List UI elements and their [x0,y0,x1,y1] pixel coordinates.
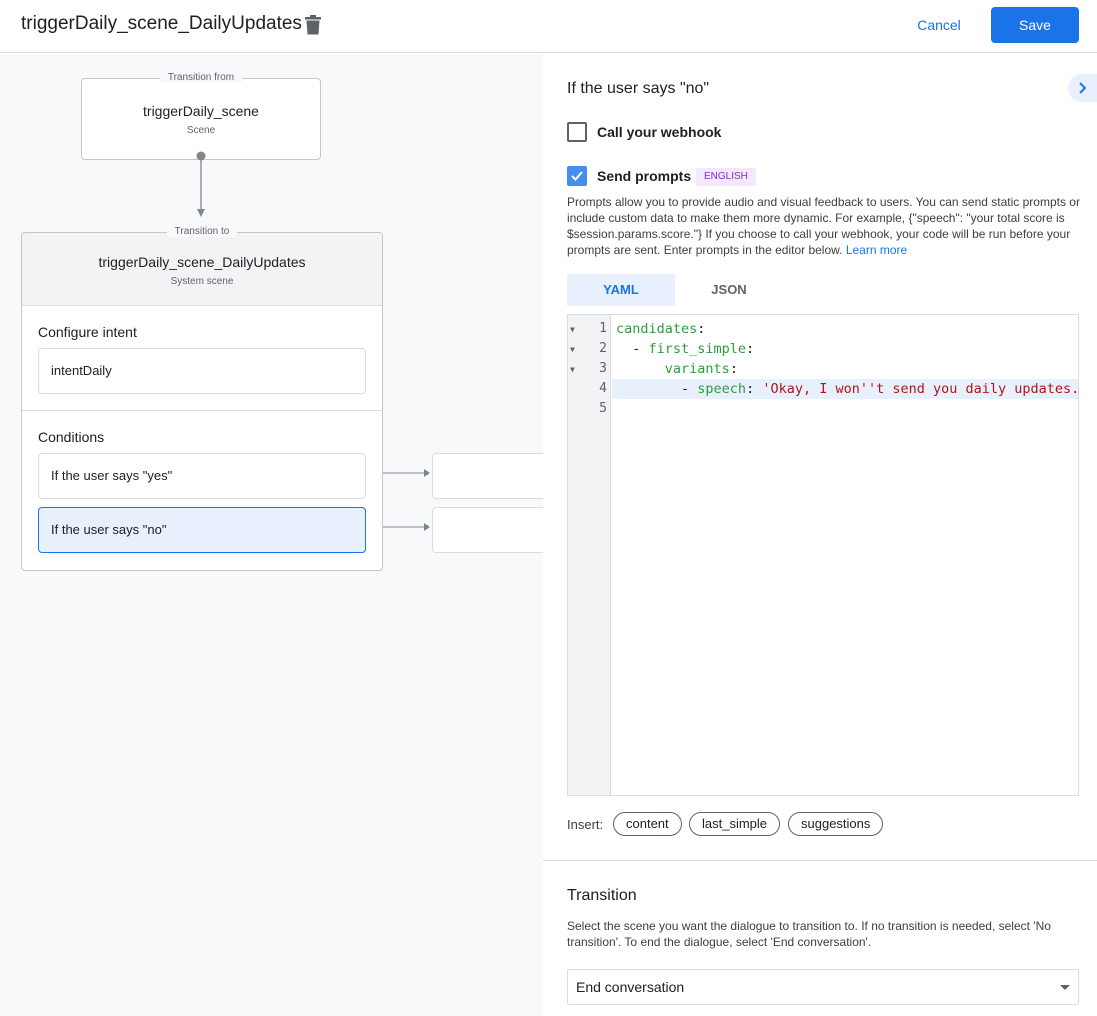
tab-json[interactable]: JSON [711,282,747,297]
prompts-label: Send prompts [597,168,692,184]
fold-icon[interactable]: ▼ [570,325,575,334]
condition-no-target[interactable] [432,507,543,553]
line-number: 5 [599,401,607,416]
insert-chip-content[interactable]: content [613,812,682,836]
transition-select-value: End conversation [576,979,685,995]
yaml-key: first_simple [648,341,747,357]
condition-panel: If the user says "no" Call your webhook … [543,54,1097,1016]
yaml-key: candidates [616,321,698,337]
line-number: 1 [599,321,607,336]
line-number: 4 [599,381,607,396]
conditions-label: Conditions [38,429,105,445]
transition-description: Select the scene you want the dialogue t… [567,919,1051,949]
learn-more-link[interactable]: Learn more [845,243,908,257]
code-line: variants: [612,359,1078,379]
save-button[interactable]: Save [991,7,1079,43]
editor-gutter: ▼ ▼ ▼ 1 2 3 4 5 [568,315,611,795]
webhook-checkbox[interactable] [567,122,587,142]
tab-yaml[interactable]: YAML [567,274,675,306]
check-icon [571,171,583,181]
trash-icon[interactable] [305,15,321,35]
colon: : [746,341,755,357]
condition-yes[interactable]: If the user says "yes" [38,453,366,499]
language-badge: ENGLISH [696,168,756,186]
prompts-description: Prompts allow you to provide audio and v… [567,194,1082,258]
transition-to-legend: Transition to [166,226,238,237]
transition-select[interactable]: End conversation [567,969,1079,1005]
dash: - [616,341,649,357]
configure-intent-label: Configure intent [38,324,137,340]
flow-canvas: Transition from triggerDaily_scene Scene… [0,54,543,1016]
code-line-active: - speech: 'Okay, I won''t send you daily… [612,379,1078,399]
insert-label: Insert: [567,817,604,832]
line-number: 2 [599,341,607,356]
code-line: - first_simple: [612,339,1078,359]
colon: : [697,321,706,337]
dash: - [616,381,698,397]
from-scene-type: Scene [186,125,216,136]
condition-no[interactable]: If the user says "no" [38,507,366,553]
divider [543,860,1097,861]
fold-icon[interactable]: ▼ [570,345,575,354]
yaml-string: 'Okay, I won''t send you daily updates.' [754,381,1078,397]
line-number: 3 [599,361,607,376]
to-scene-type: System scene [170,276,234,287]
transition-from-legend: Transition from [159,72,243,83]
chevron-right-icon [1079,82,1087,94]
transition-heading: Transition [567,887,637,904]
description-text: Prompts allow you to provide audio and v… [567,195,1080,257]
fold-icon[interactable]: ▼ [570,365,575,374]
scene-title: triggerDaily_scene_DailyUpdates [21,13,302,34]
yaml-key: speech [697,381,747,397]
code-line: candidates: [612,319,1078,339]
to-scene-name: triggerDaily_scene_DailyUpdates [98,254,306,270]
yaml-key: variants [664,361,730,377]
dropdown-arrow-icon [1060,985,1070,990]
code-editor[interactable]: ▼ ▼ ▼ 1 2 3 4 5 candidates: - first_simp… [567,314,1079,796]
collapse-panel-button[interactable] [1068,74,1097,102]
prompts-checkbox[interactable] [567,166,587,186]
insert-chip-suggestions[interactable]: suggestions [788,812,884,836]
cancel-button[interactable]: Cancel [917,17,961,33]
header: triggerDaily_scene_DailyUpdates Cancel S… [0,0,1097,53]
from-scene-name: triggerDaily_scene [143,103,259,119]
colon: : [729,361,738,377]
transition-from-card[interactable]: Transition from triggerDaily_scene Scene [81,72,321,160]
transition-to-card: Transition to triggerDaily_scene_DailyUp… [21,226,383,571]
panel-heading: If the user says "no" [567,80,710,97]
condition-yes-target[interactable] [432,453,543,499]
insert-chip-last-simple[interactable]: last_simple [689,812,781,836]
colon: : [746,381,755,397]
indent [616,361,665,377]
webhook-label: Call your webhook [597,124,722,140]
intent-field[interactable]: intentDaily [38,348,366,394]
